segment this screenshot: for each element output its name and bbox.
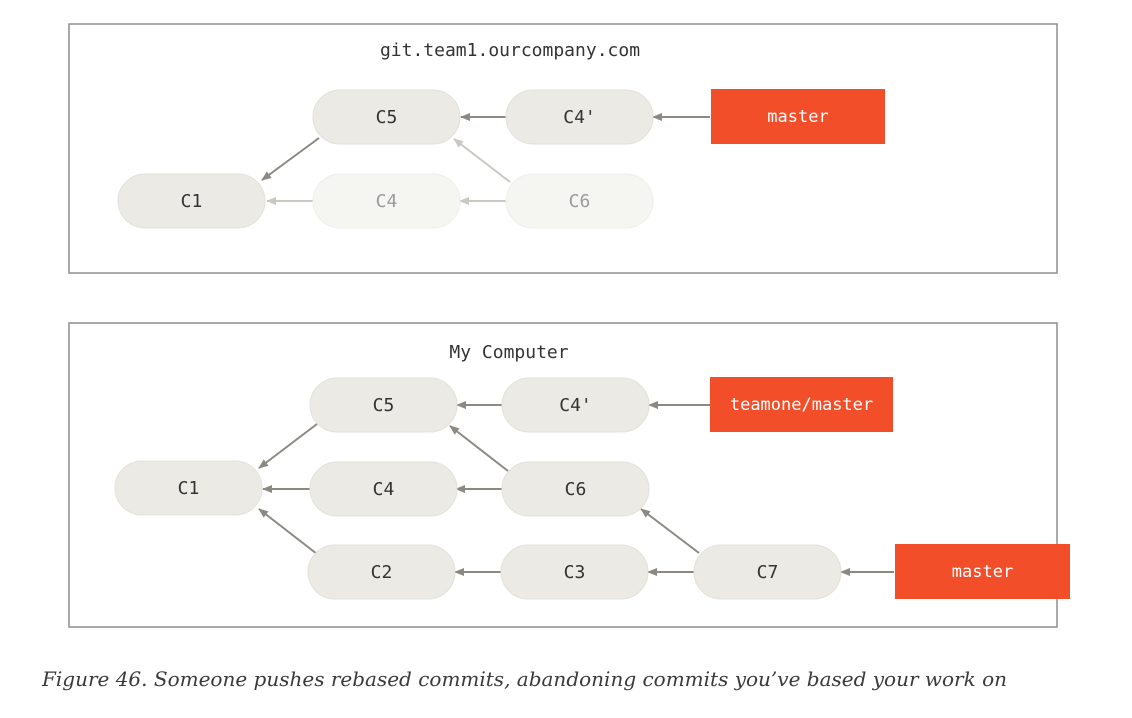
figure-caption: Figure 46. Someone pushes rebased commit… [42, 667, 1008, 691]
commit-c6: C6 [501, 461, 650, 517]
git-diagram: git.team1.ourcompany.com C5 C4' C1 C4 C6 [68, 23, 1070, 628]
commit-c2: C2 [307, 544, 456, 600]
arrow-c2-to-c1 [258, 508, 318, 555]
commit-label: C4' [559, 395, 592, 416]
commit-label: C4 [376, 191, 398, 212]
arrow-c6-to-c5 [449, 425, 509, 472]
commit-c5: C5 [312, 89, 461, 145]
arrow-c5-to-c1 [258, 423, 318, 469]
commit-c1: C1 [114, 460, 263, 516]
commit-c4: C4 [309, 461, 458, 517]
commit-c7: C7 [693, 544, 842, 600]
commit-c1: C1 [117, 173, 266, 229]
commit-c3: C3 [500, 544, 649, 600]
commit-label: C1 [178, 478, 200, 499]
commit-c6-abandoned: C6 [505, 173, 654, 229]
commit-label: C2 [371, 562, 393, 583]
commit-c4-abandoned: C4 [312, 173, 461, 229]
commit-label: C6 [569, 191, 591, 212]
commit-label: C6 [565, 479, 587, 500]
commit-c4-prime: C4' [501, 377, 650, 433]
commit-label: C5 [373, 395, 395, 416]
remote-panel-title: git.team1.ourcompany.com [380, 40, 640, 61]
commit-label: C4' [563, 107, 596, 128]
remote-server-panel: git.team1.ourcompany.com C5 C4' C1 C4 C6 [68, 23, 1058, 274]
branch-master-remote: master [711, 89, 885, 144]
arrow-c7-to-c6 [640, 508, 700, 554]
local-panel-title: My Computer [449, 342, 568, 363]
branch-label: teamone/master [730, 395, 873, 415]
branch-teamone-master: teamone/master [710, 377, 893, 432]
remote-panel-border [68, 23, 1058, 274]
branch-label: master [952, 562, 1013, 582]
commit-label: C7 [757, 562, 779, 583]
arrow-c5-to-c1 [261, 137, 320, 181]
local-computer-panel: My Computer C5 C4' C1 C4 [68, 322, 1070, 628]
commit-label: C3 [564, 562, 586, 583]
arrow-c6-to-c5-faded [453, 138, 511, 183]
commit-label: C4 [373, 479, 395, 500]
commit-c4-prime: C4' [505, 89, 654, 145]
commit-label: C5 [376, 107, 398, 128]
commit-c5: C5 [309, 377, 458, 433]
branch-master-local: master [895, 544, 1070, 599]
commit-label: C1 [181, 191, 203, 212]
branch-label: master [767, 107, 828, 127]
